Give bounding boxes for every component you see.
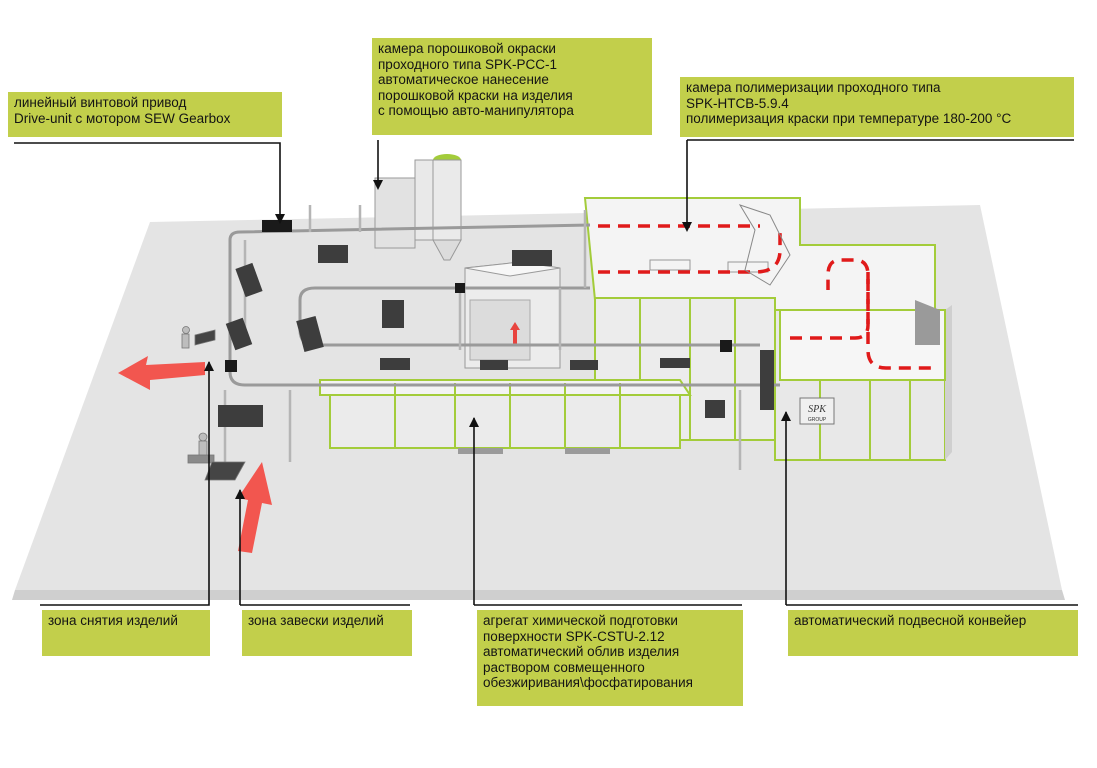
- pretreatment-tunnel: [319, 379, 692, 454]
- label-loading-zone: зона завески изделий: [242, 610, 412, 656]
- logo-subtext: GROUP: [808, 417, 827, 423]
- spk-logo: SPK GROUP: [799, 397, 835, 425]
- conveyor-rails: [228, 223, 780, 387]
- label-line: поверхности SPK-CSTU-2.12: [483, 628, 665, 644]
- label-powder-booth: камера порошковой окраски проходного тип…: [372, 38, 652, 135]
- label-drive-unit: линейный винтовой привод Drive-unit с мо…: [8, 92, 282, 137]
- label-line: проходного типа SPK-PCC-1: [378, 56, 558, 72]
- label-curing-oven: камера полимеризации проходного типа SPK…: [680, 77, 1074, 137]
- worker-figures: [181, 326, 246, 481]
- callout-lines: [14, 139, 1078, 606]
- logo-text: SPK: [808, 404, 827, 415]
- label-line: SPK-HTCB-5.9.4: [686, 95, 789, 111]
- exit-arrow: [118, 356, 205, 390]
- label-pretreatment: агрегат химической подготовки поверхност…: [477, 610, 743, 706]
- label-line: камера полимеризации проходного типа: [686, 80, 941, 95]
- label-line: зона завески изделий: [248, 613, 384, 628]
- label-conveyor: автоматический подвесной конвейер: [788, 610, 1078, 656]
- flow-arrows: [118, 356, 272, 553]
- label-line: агрегат химической подготовки: [483, 613, 678, 628]
- label-line: автоматический подвесной конвейер: [794, 613, 1027, 628]
- label-line: полимеризация краски при температуре 180…: [686, 111, 1012, 127]
- label-line: камера порошковой окраски: [378, 41, 556, 56]
- label-line: раствором совмещенного: [483, 659, 645, 675]
- curing-oven: SPK GROUP: [583, 197, 952, 461]
- callout-arrowheads: [204, 180, 791, 499]
- label-line: с помощью авто-манипулятора: [378, 103, 574, 119]
- label-line: зона снятия изделий: [48, 613, 178, 628]
- conveyor-supports: [223, 205, 742, 470]
- label-line: автоматическое нанесение: [378, 72, 549, 88]
- label-unloading-zone: зона снятия изделий: [42, 610, 210, 656]
- label-line: порошковой краски на изделия: [378, 87, 573, 103]
- drive-units: [225, 220, 732, 372]
- label-line: Drive-unit с мотором SEW Gearbox: [14, 110, 231, 126]
- entry-arrow: [238, 462, 272, 553]
- label-line: линейный винтовой привод: [14, 95, 187, 110]
- hanging-parts: [218, 245, 774, 427]
- label-line: автоматический облив изделия: [483, 644, 680, 660]
- label-line: обезжиривания\фосфатирования: [483, 675, 693, 691]
